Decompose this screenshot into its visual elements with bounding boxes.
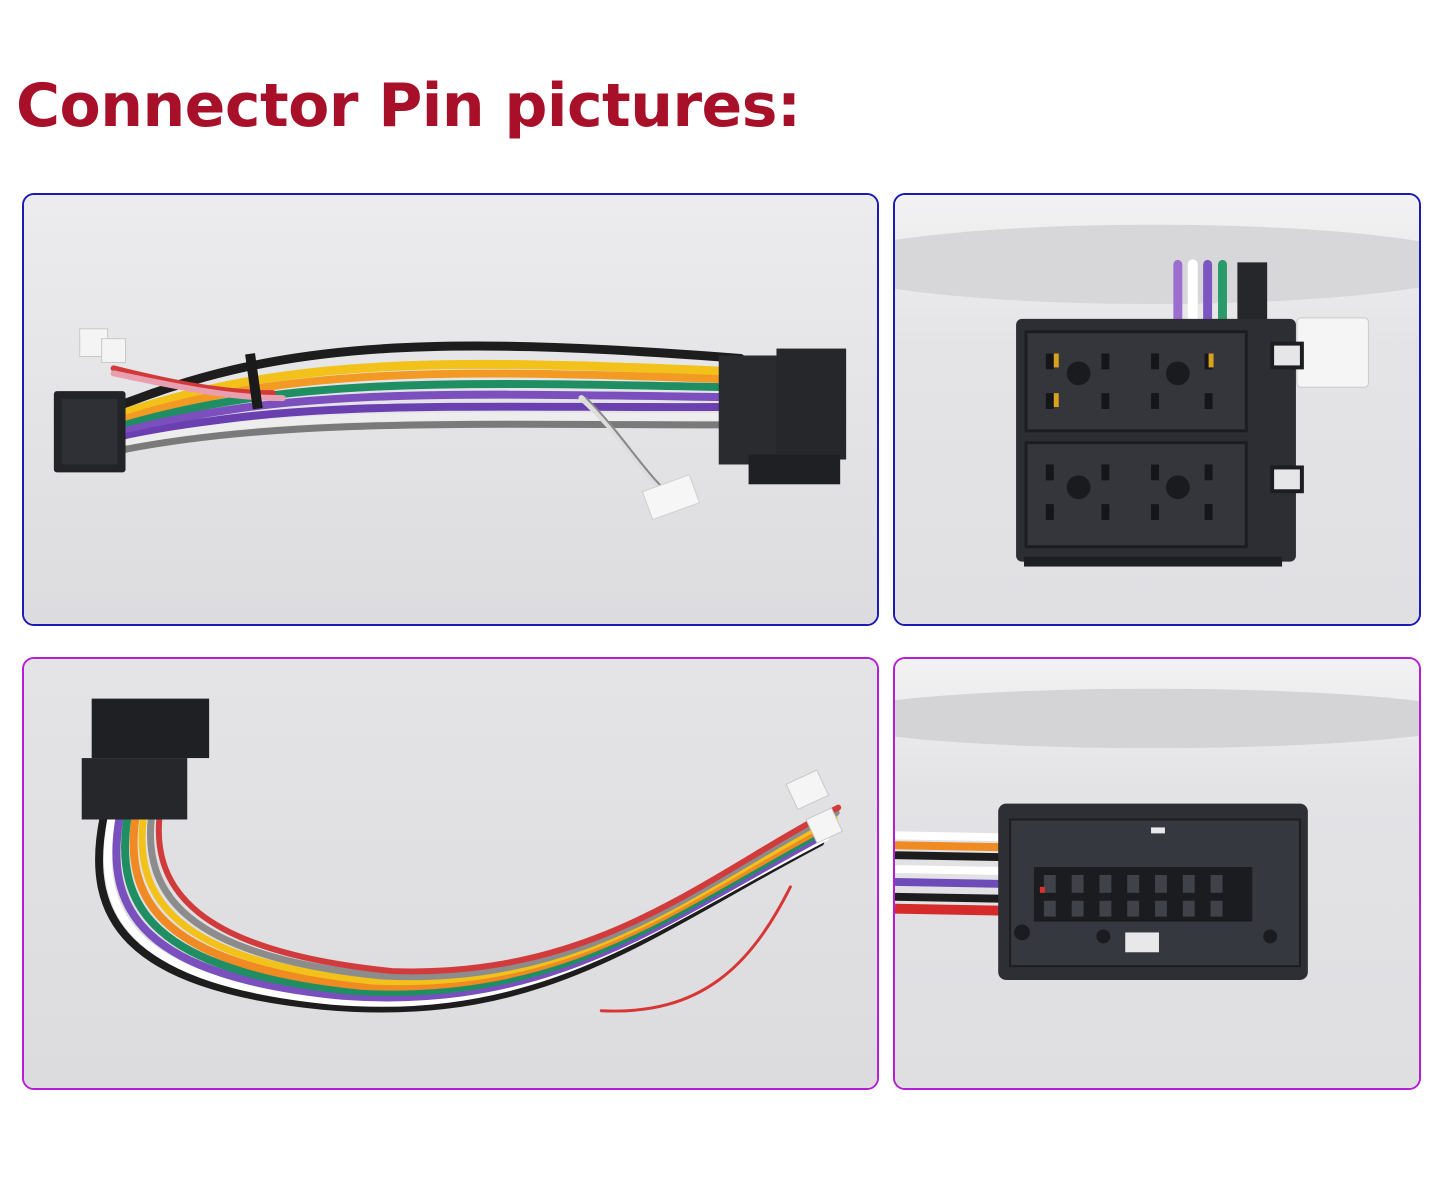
radio-connector-face-photo [893, 657, 1421, 1090]
iso-connector-face-photo [893, 193, 1421, 626]
harness-side-view-photo [22, 657, 879, 1090]
page-title: Connector Pin pictures: [16, 71, 801, 141]
harness-overview-photo [22, 193, 879, 626]
